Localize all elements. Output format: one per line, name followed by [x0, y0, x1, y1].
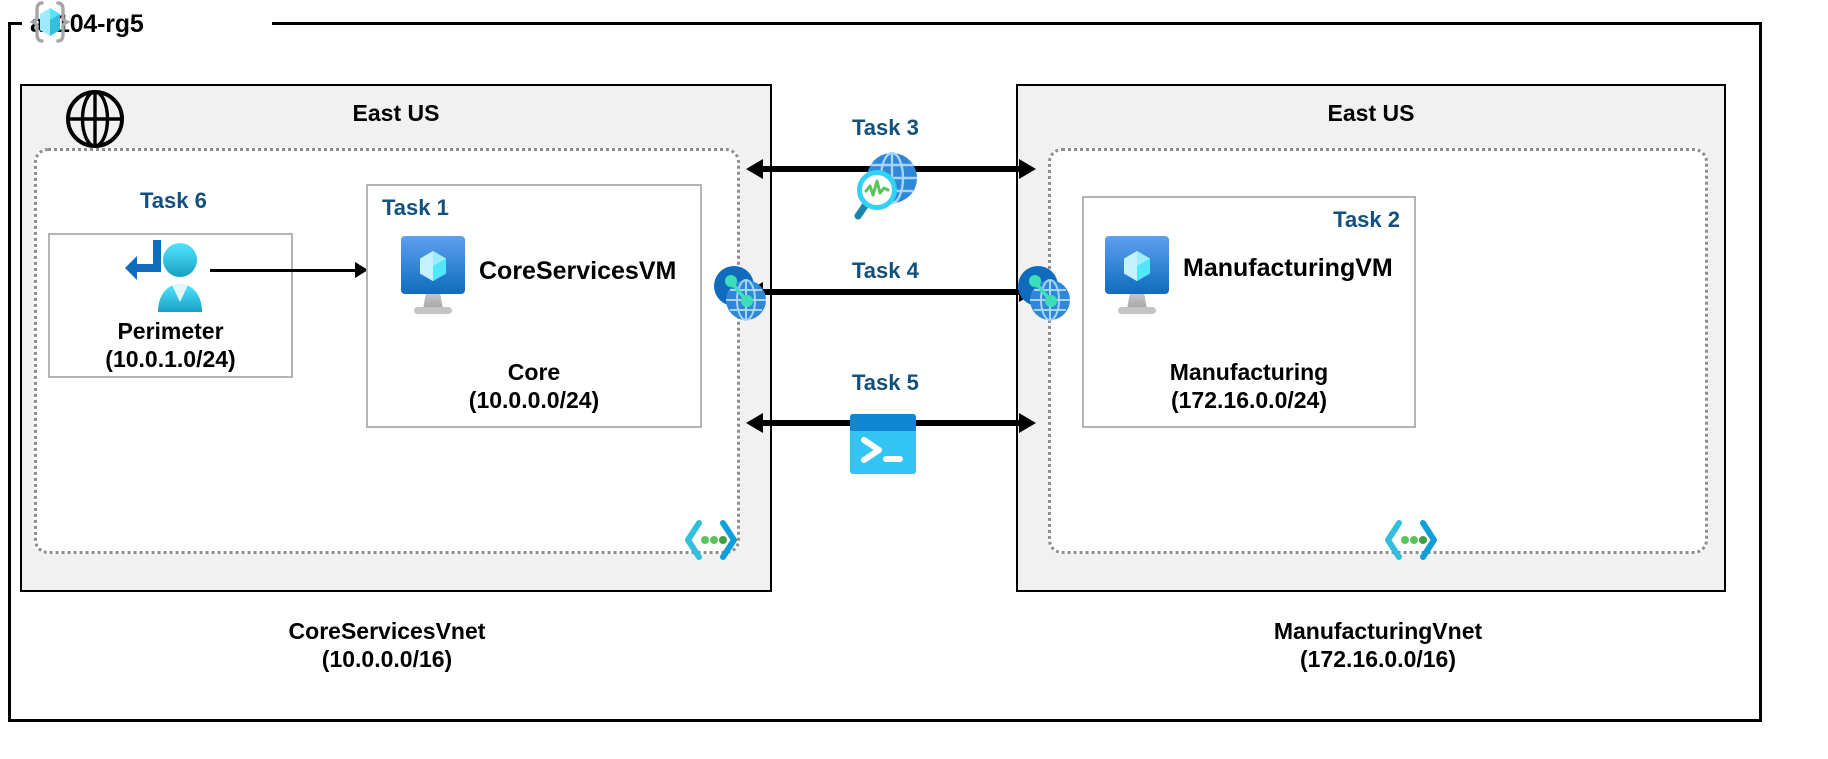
subnet-footer-manufacturing: Manufacturing (172.16.0.0/24) [1084, 358, 1414, 414]
azure-resource-group-icon [29, 0, 71, 49]
vnet-icon [684, 520, 738, 560]
virtual-machine-icon [1102, 233, 1172, 322]
vnet-cidr: (172.16.0.0/16) [1299, 646, 1456, 673]
task-label-task6: Task 6 [140, 188, 207, 213]
perimeter-to-core-arrow [210, 261, 368, 279]
subnet-name-perimeter: Perimeter [117, 318, 224, 344]
vnet-name: ManufacturingVnet [1273, 618, 1483, 644]
task-label-task5: Task 5 [852, 370, 919, 395]
subnet-footer-core: Core (10.0.0.0/24) [368, 358, 700, 414]
subnet-cidr-manufacturing: (172.16.0.0/24) [1170, 387, 1327, 414]
globe-icon [64, 88, 126, 155]
subnet-name-core: Core [507, 359, 561, 385]
subnet-box-core: Task 1 Core (10.0.0.0/24) [366, 184, 702, 428]
vm-name-coreservicesvm: CoreServicesVM [479, 257, 677, 285]
vnet-label-coreservicesvnet: CoreServicesVnet (10.0.0.0/16) [37, 617, 737, 673]
resource-group-title: az104-rg5 [29, 0, 144, 49]
connector-arrow-task4 [746, 279, 1036, 305]
resource-group-frame [8, 22, 1762, 722]
virtual-machine-icon [398, 233, 468, 322]
task-label-task1: Task 1 [382, 195, 449, 220]
subnet-cidr-perimeter: (10.0.1.0/24) [105, 346, 236, 373]
vnet-name: CoreServicesVnet [288, 618, 486, 644]
vnet-label-manufacturingvnet: ManufacturingVnet (172.16.0.0/16) [1051, 617, 1705, 673]
cloud-shell-icon [850, 414, 916, 479]
vnet-icon [1384, 520, 1438, 560]
subnet-footer-perimeter: Perimeter (10.0.1.0/24) [50, 317, 291, 373]
task-label-task4: Task 4 [852, 258, 919, 283]
network-watcher-icon [845, 145, 927, 232]
vnet-peering-icon [1016, 262, 1074, 329]
vnet-cidr: (10.0.0.0/16) [321, 646, 453, 673]
bastion-user-icon [122, 236, 218, 319]
subnet-name-manufacturing: Manufacturing [1169, 359, 1329, 385]
task-label-task2: Task 2 [1333, 207, 1400, 232]
subnet-cidr-core: (10.0.0.0/24) [468, 387, 600, 414]
vnet-peering-icon [712, 262, 770, 329]
vm-name-manufacturingvm: ManufacturingVM [1183, 254, 1393, 282]
region-label-right: East US [1327, 100, 1415, 126]
task-label-task3: Task 3 [852, 115, 919, 140]
region-label-left: East US [352, 100, 440, 126]
